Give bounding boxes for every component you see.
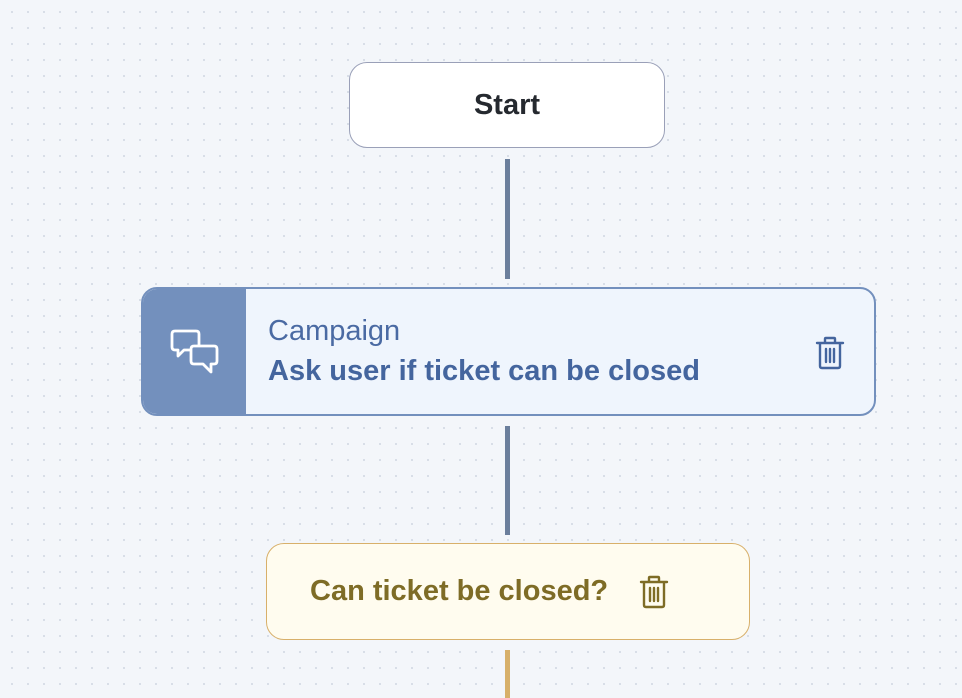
campaign-node[interactable]: Campaign Ask user if ticket can be close… [141,287,876,416]
trash-icon[interactable] [814,336,846,370]
chat-bubbles-icon [170,329,218,373]
start-node-label: Start [473,88,541,121]
start-node[interactable]: Start [349,62,665,148]
campaign-text: Campaign Ask user if ticket can be close… [246,289,874,414]
campaign-icon-box [143,289,246,414]
campaign-title: Ask user if ticket can be closed [268,355,700,387]
connector-start-to-campaign [505,159,510,279]
decision-label: Can ticket be closed? [310,575,609,607]
connector-decision-out [505,650,510,698]
connector-campaign-to-decision [505,426,510,535]
decision-node[interactable]: Can ticket be closed? [266,543,750,640]
trash-icon[interactable] [638,575,670,609]
campaign-type-label: Campaign [268,315,401,347]
